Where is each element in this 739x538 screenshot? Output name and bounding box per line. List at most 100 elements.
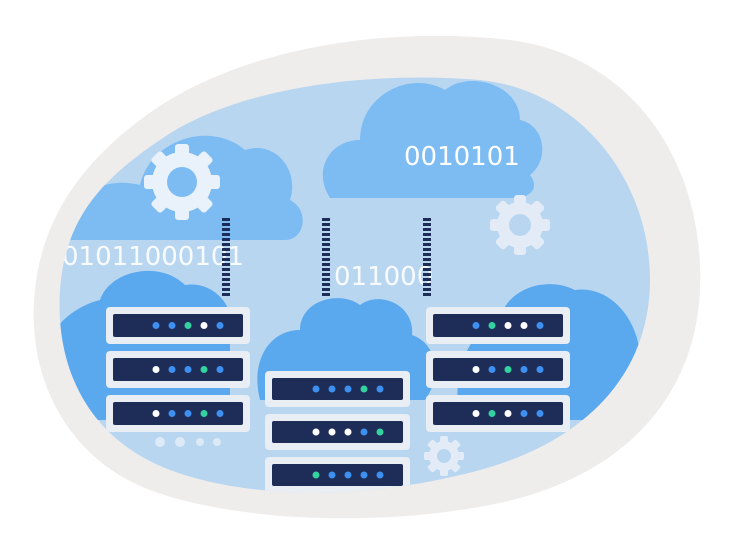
connector-dash — [222, 233, 230, 236]
status-led — [536, 366, 544, 373]
server-panel — [272, 421, 403, 443]
connector-dash — [322, 268, 330, 271]
connector-dash — [322, 223, 330, 226]
connector-dash — [423, 228, 431, 231]
status-led — [184, 410, 192, 417]
server-stack-right — [426, 307, 570, 432]
status-led — [216, 366, 224, 373]
status-led — [472, 366, 480, 373]
connector-dash — [222, 268, 230, 271]
decorative-dots — [155, 437, 221, 447]
status-led — [376, 471, 384, 479]
server-panel — [113, 358, 243, 381]
status-led — [520, 322, 528, 329]
cloud-top-right — [322, 81, 543, 198]
gear-icon — [490, 195, 550, 255]
status-led — [536, 322, 544, 329]
connector-dash — [322, 253, 330, 256]
binary-text: 0010101 — [404, 142, 520, 172]
status-led — [520, 366, 528, 373]
status-led — [376, 428, 384, 436]
server-stacks — [106, 307, 570, 493]
connector-dash — [322, 243, 330, 246]
connector-dash — [423, 233, 431, 236]
status-led — [168, 410, 176, 417]
connector-dash — [423, 243, 431, 246]
status-led — [328, 385, 336, 393]
status-led — [200, 410, 208, 417]
connector-dash — [222, 223, 230, 226]
server-unit — [265, 414, 410, 450]
status-led — [488, 410, 496, 417]
server-unit — [426, 351, 570, 388]
connector-dash — [423, 278, 431, 281]
connector-dash — [322, 238, 330, 241]
connector-dash — [322, 258, 330, 261]
status-led — [488, 322, 496, 329]
connector-lines — [222, 218, 431, 296]
status-led — [472, 322, 480, 329]
connector-dash — [423, 283, 431, 286]
connector-dash — [322, 283, 330, 286]
status-led — [360, 428, 368, 436]
status-led — [168, 366, 176, 373]
status-led — [216, 410, 224, 417]
status-led — [344, 471, 352, 479]
connector-dash — [322, 263, 330, 266]
status-led — [312, 385, 320, 393]
connector-dash — [423, 223, 431, 226]
connector-dash — [322, 278, 330, 281]
connector-dash — [423, 238, 431, 241]
connector-dash — [222, 258, 230, 261]
server-unit — [106, 351, 250, 388]
server-stack-center — [265, 371, 410, 493]
status-led — [376, 385, 384, 393]
connector-dash — [423, 253, 431, 256]
server-stack-left — [106, 307, 250, 432]
connector-dash — [222, 218, 230, 221]
status-led — [504, 410, 512, 417]
connector-dash — [423, 288, 431, 291]
connector-dash — [222, 238, 230, 241]
connector-dash — [222, 273, 230, 276]
connector-dash — [423, 248, 431, 251]
status-led — [312, 471, 320, 479]
status-led — [504, 322, 512, 329]
status-led — [184, 366, 192, 373]
status-led — [200, 366, 208, 373]
status-led — [344, 428, 352, 436]
connector-dash — [423, 258, 431, 261]
status-led — [536, 410, 544, 417]
connector-dash — [423, 273, 431, 276]
connector-dash — [222, 278, 230, 281]
gear-icon — [424, 436, 464, 476]
gear-icon — [144, 144, 220, 220]
server-unit — [106, 395, 250, 432]
connector-dash — [322, 228, 330, 231]
status-led — [328, 428, 336, 436]
status-led — [312, 428, 320, 436]
status-led — [168, 322, 176, 329]
server-panel — [113, 402, 243, 425]
status-led — [200, 322, 208, 329]
connector-dash — [322, 248, 330, 251]
server-panel — [272, 378, 403, 400]
connector-dash — [222, 228, 230, 231]
connector-dash — [322, 233, 330, 236]
server-panel — [272, 464, 403, 486]
binary-text: 011000 — [334, 262, 433, 292]
connector-dash — [222, 253, 230, 256]
server-unit — [265, 457, 410, 493]
server-unit — [106, 307, 250, 344]
status-led — [360, 385, 368, 393]
connector-dash — [322, 273, 330, 276]
connector-dash — [222, 288, 230, 291]
connector-dash — [222, 243, 230, 246]
status-led — [184, 322, 192, 329]
connector-dash — [222, 263, 230, 266]
server-panel — [433, 314, 563, 337]
status-led — [152, 410, 160, 417]
status-led — [488, 366, 496, 373]
status-led — [328, 471, 336, 479]
